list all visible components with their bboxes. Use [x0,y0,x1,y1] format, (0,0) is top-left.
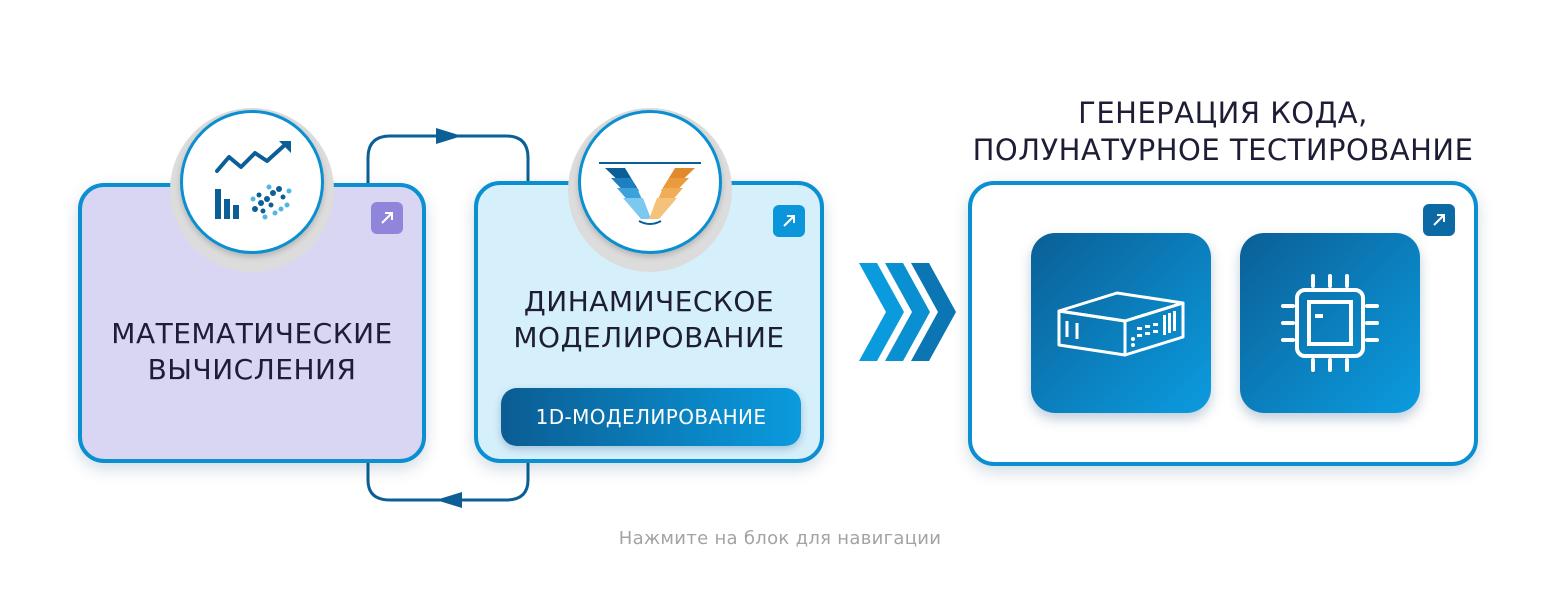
dyn-title: ДИНАМИЧЕСКОЕ МОДЕЛИРОВАНИЕ [476,284,822,356]
top-loop-arrowhead [436,128,462,144]
dyn-title-line2: МОДЕЛИРОВАНИЕ [513,321,785,354]
dyn-circle [578,110,722,254]
top-loop-line [366,134,530,183]
bottom-loop-line [366,463,530,502]
gen-open-link-button[interactable] [1423,204,1455,236]
arrow-up-right-icon [381,212,393,224]
v-model-logo-icon [599,162,701,225]
chevron-2 [885,263,930,361]
chevron-3 [911,263,956,361]
gen-title-line2: ПОЛУНАТУРНОЕ ТЕСТИРОВАНИЕ [972,133,1474,167]
gen-title: ГЕНЕРАЦИЯ КОДА, ПОЛУНАТУРНОЕ ТЕСТИРОВАНИ… [960,95,1486,169]
arrow-up-right-icon [1433,214,1445,226]
arrow-up-right-icon [783,215,795,227]
math-circle [180,110,324,254]
microchip-tile[interactable] [1240,233,1420,413]
1d-modeling-button[interactable]: 1D-МОДЕЛИРОВАНИЕ [501,388,801,446]
hil-device-icon [1057,291,1185,357]
dyn-title-line1: ДИНАМИЧЕСКОЕ [523,285,775,318]
math-title: МАТЕМАТИЧЕСКИЕ ВЫЧИСЛЕНИЯ [80,316,424,388]
dyn-open-link-button[interactable] [773,205,805,237]
navigation-hint: Нажмите на блок для навигации [618,528,942,549]
bottom-loop-arrowhead [436,492,462,508]
math-title-line2: ВЫЧИСЛЕНИЯ [147,353,357,386]
microchip-icon [1281,274,1379,372]
flow-chevrons [859,263,956,361]
chevron-1 [859,263,904,361]
gen-title-line1: ГЕНЕРАЦИЯ КОДА, [1078,96,1368,130]
math-open-link-button[interactable] [371,202,403,234]
math-title-line1: МАТЕМАТИЧЕСКИЕ [111,317,393,350]
hil-device-tile[interactable] [1031,233,1211,413]
chart-scatter-icon [215,141,292,220]
